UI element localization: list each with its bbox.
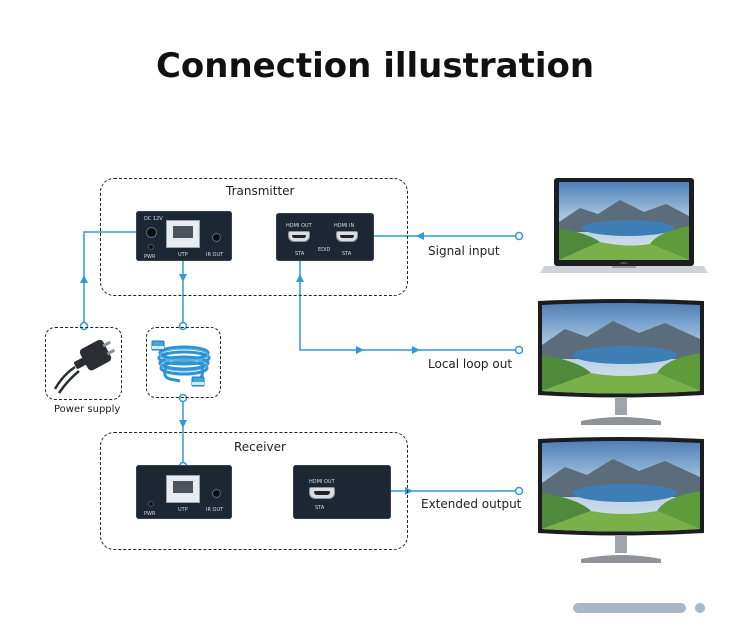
pwr-label: PWR [144, 511, 156, 517]
ir-label: IR OUT [206, 252, 224, 258]
power-supply-box [45, 327, 122, 400]
signal-input-label: Signal input [428, 244, 500, 258]
transmitter-box [100, 178, 408, 296]
network-cable-icon [151, 340, 211, 387]
receiver-left-unit: PWR UTP IR OUT [136, 465, 232, 519]
hdmi-out-label: HDMI OUT [286, 223, 312, 229]
pager-active-bar[interactable] [573, 603, 686, 613]
monitor-icon [538, 437, 704, 563]
ir-port [212, 489, 221, 498]
sta-label-2: STA [342, 251, 352, 257]
extended-output-label: Extended output [421, 497, 522, 511]
utp-port [166, 475, 200, 503]
local-loop-out-label: Local loop out [428, 357, 513, 371]
hdmi-out-port [288, 231, 310, 242]
edid-label: EDID [318, 247, 331, 253]
transmitter-label: Transmitter [222, 184, 299, 198]
ir-label: IR OUT [206, 507, 224, 513]
hdmi-in-port [336, 231, 358, 242]
pwr-led [148, 501, 154, 507]
receiver-label: Receiver [230, 440, 290, 454]
dc-port [146, 227, 157, 238]
monitor-icon [538, 299, 704, 425]
utp-port [166, 220, 200, 248]
hdmi-in-label: HDMI IN [334, 223, 355, 229]
dc-port-label: DC 12V [144, 216, 163, 222]
pwr-label: PWR [144, 254, 156, 260]
power-supply-label: Power supply [54, 404, 121, 415]
sta-label-1: STA [295, 251, 305, 257]
utp-label: UTP [178, 507, 188, 513]
receiver-box [100, 432, 408, 550]
sta-label: STA [315, 505, 325, 511]
laptop-brand: DELL [620, 261, 628, 265]
hdmi-out-port [309, 487, 335, 499]
power-adapter-icon [53, 339, 116, 394]
pwr-led [148, 244, 154, 250]
utp-label: UTP [178, 252, 188, 258]
hdmi-out-label: HDMI OUT [309, 479, 335, 485]
receiver-right-unit: HDMI OUT STA [293, 465, 391, 519]
pager-indicator[interactable] [570, 601, 710, 615]
pager-dot[interactable] [695, 603, 705, 613]
ir-port [212, 233, 221, 242]
laptop-icon: DELL [540, 178, 708, 273]
page-title: Connection illustration [155, 46, 595, 86]
transmitter-right-unit: HDMI OUT STA EDID HDMI IN STA [276, 213, 374, 261]
cable-box [146, 327, 221, 398]
transmitter-left-unit: DC 12V PWR UTP IR OUT [136, 211, 232, 261]
